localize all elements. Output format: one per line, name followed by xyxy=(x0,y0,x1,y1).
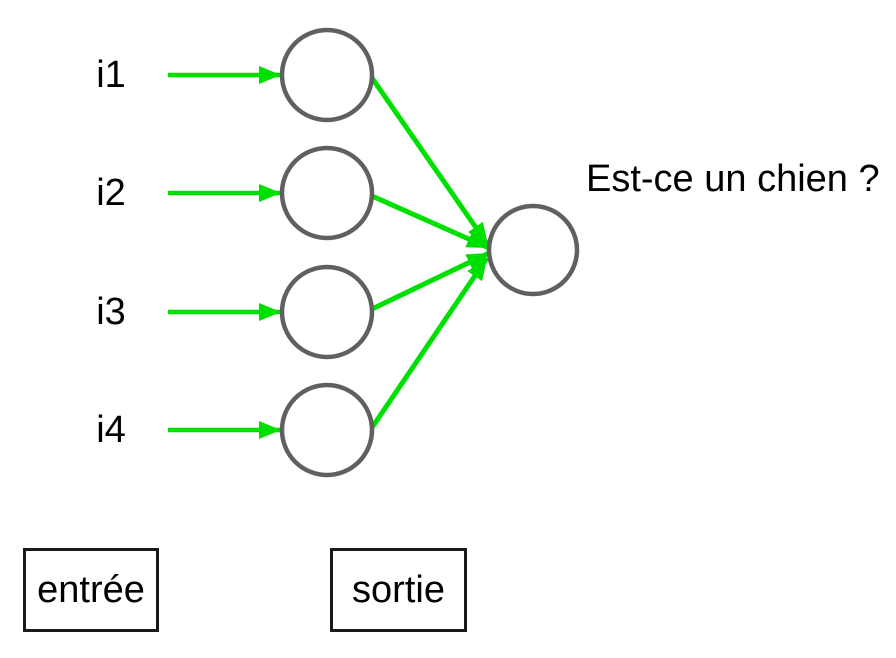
edge-i2-output xyxy=(370,193,491,251)
input-label-i4: i4 xyxy=(96,409,126,451)
legend-output-label: sortie xyxy=(352,568,445,611)
legend-input-label: entrée xyxy=(37,568,145,611)
input-label-i2: i2 xyxy=(96,172,126,214)
input-node-3 xyxy=(279,264,375,360)
input-node-1 xyxy=(279,27,375,123)
legend-box-input: entrée xyxy=(23,548,159,632)
legend-box-output: sortie xyxy=(330,548,467,632)
input-label-i3: i3 xyxy=(96,291,126,333)
edge-i4-output xyxy=(368,256,490,431)
input-node-4 xyxy=(279,382,375,478)
input-label-i1: i1 xyxy=(96,54,126,96)
output-node xyxy=(486,203,580,297)
edge-i1-output xyxy=(369,76,491,247)
input-node-2 xyxy=(279,145,375,241)
output-question-label: Est-ce un chien ? xyxy=(586,158,880,200)
